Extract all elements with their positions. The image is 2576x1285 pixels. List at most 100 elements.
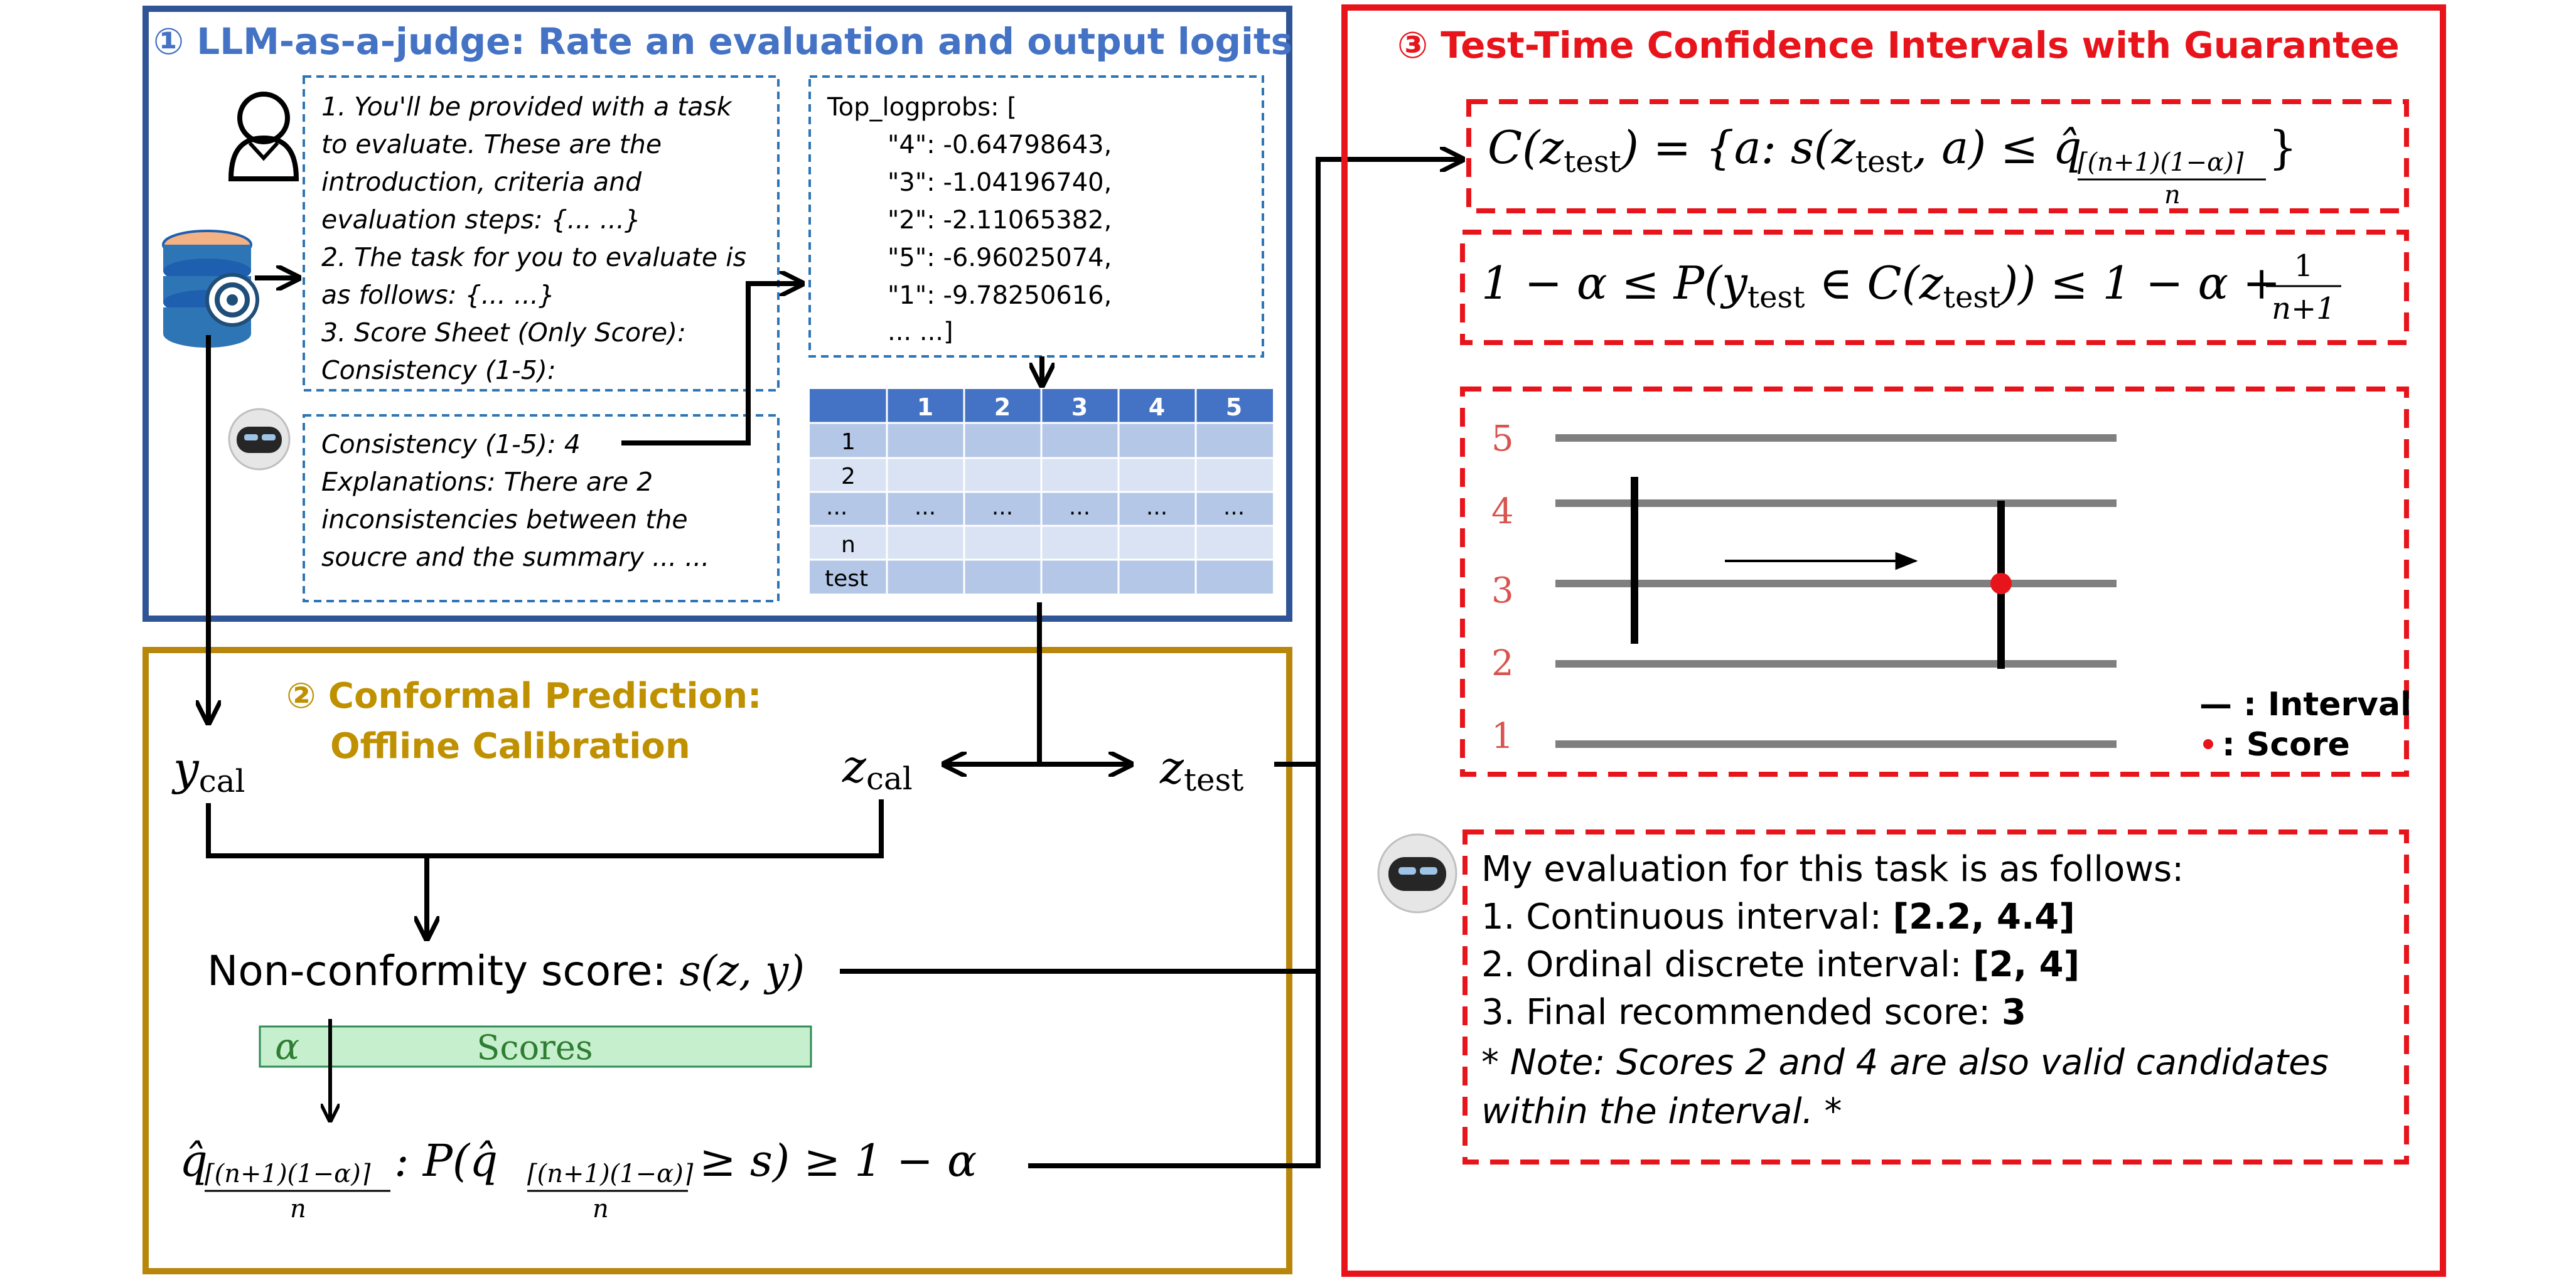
logprobs-line: ... ...] xyxy=(888,317,953,346)
logprobs-line: "4": -0.64798643, xyxy=(888,131,1112,159)
table-cell: ... xyxy=(1223,494,1245,520)
panel-test-time-intervals: ③ Test-Time Confidence Intervals with Gu… xyxy=(1341,4,2446,1277)
evaluation-output-text: My evaluation for this task is as follow… xyxy=(1481,849,2329,1132)
prompt-box xyxy=(303,75,780,392)
output-line: My evaluation for this task is as follow… xyxy=(1481,849,2184,890)
score-level-label: 3 xyxy=(1491,570,1514,611)
response-text: Consistency (1-5): 4 Explanations: There… xyxy=(321,429,709,572)
scores-bar xyxy=(259,1025,812,1068)
score-level-label: 4 xyxy=(1491,491,1514,532)
panel2-title-line2: Offline Calibration xyxy=(330,726,690,767)
prompt-line: 1. You'll be provided with a task xyxy=(321,92,733,122)
user-icon xyxy=(228,92,299,181)
table-row-label: 1 xyxy=(841,429,856,455)
connector-quantile-out xyxy=(1028,159,1462,1168)
quantile-right: ≥ s) ≥ 1 − α xyxy=(699,1135,977,1186)
logprobs-line: "2": -2.11065382, xyxy=(888,206,1112,235)
score-level-label: 5 xyxy=(1491,419,1514,459)
response-line: soucre and the summary ... ... xyxy=(321,542,709,572)
quantile-qhat: q̂ xyxy=(180,1135,208,1186)
prompt-line: to evaluate. These are the xyxy=(321,129,662,159)
robot-icon xyxy=(228,408,291,471)
logprobs-line: "3": -1.04196740, xyxy=(888,168,1112,197)
response-line: Consistency (1-5): 4 xyxy=(321,429,581,459)
table-header-cell: 4 xyxy=(1149,393,1165,421)
alpha-symbol: α xyxy=(275,1025,299,1068)
output-line: 1. Continuous interval: [2.2, 4.4] xyxy=(1481,897,2075,937)
panel-llm-as-a-judge: ① LLM-as-a-judge: Rate an evaluation and… xyxy=(142,6,1292,622)
table-header-cell: 1 xyxy=(917,393,933,421)
response-box xyxy=(303,414,780,602)
coverage-guarantee-box xyxy=(1460,230,2409,345)
quantile-mid: : P(q̂ xyxy=(394,1135,498,1186)
z-test-label: ztest xyxy=(1159,741,1243,798)
set-formula-sub-top: ⌈(n+1)(1−α)⌉ xyxy=(2078,148,2244,177)
logprobs-line: Top_logprobs: [ xyxy=(827,93,1017,122)
prompt-line: as follows: {... ...} xyxy=(321,280,555,310)
database-gear-icon xyxy=(162,230,259,348)
table-cell: ... xyxy=(1146,494,1167,520)
panel2-title-line1: ② Conformal Prediction: xyxy=(286,676,761,717)
coverage-frac-top: 1 xyxy=(2294,248,2314,284)
arrow-response-to-logprobs xyxy=(621,284,802,445)
prompt-line: 2. The task for you to evaluate is xyxy=(321,242,746,272)
y-cal-label: ycal xyxy=(171,742,245,799)
response-line: Explanations: There are 2 xyxy=(321,467,653,497)
output-line: 2. Ordinal discrete interval: [2, 4] xyxy=(1481,944,2080,985)
set-formula-left: C(ztest) = {a: s(ztest, a) ≤ q̂ xyxy=(1488,121,2081,179)
logprobs-box xyxy=(808,75,1264,358)
logprobs-line: "5": -6.96025074, xyxy=(888,243,1112,272)
table-cell: ... xyxy=(992,494,1013,520)
score-legend-dot xyxy=(2203,739,2213,749)
panel1-border xyxy=(142,6,1292,622)
prompt-line: Consistency (1-5): xyxy=(321,355,556,385)
set-formula-close: } xyxy=(2268,121,2297,174)
panel3-border xyxy=(1341,4,2446,1277)
prediction-set-box xyxy=(1466,99,2409,213)
nonconformity-score: Non-conformity score: s(z, y) xyxy=(207,947,805,995)
coverage-formula: 1 − α ≤ P(ytest ∈ C(ztest)) ≤ 1 − α + xyxy=(1481,257,2280,315)
prompt-line: introduction, criteria and xyxy=(321,167,642,197)
logprobs-text: Top_logprobs: [ "4": -0.64798643, "3": -… xyxy=(827,93,1112,346)
coverage-guarantee-formula: 1 − α ≤ P(ytest ∈ C(ztest)) ≤ 1 − α + 1 … xyxy=(1481,248,2341,326)
interval-legend: — : Interval xyxy=(2199,686,2412,723)
score-level-label: 2 xyxy=(1491,643,1514,684)
panel-conformal-prediction: ② Conformal Prediction: Offline Calibrat… xyxy=(142,335,1292,1274)
prediction-set-formula: C(ztest) = {a: s(ztest, a) ≤ q̂ ⌈(n+1)(1… xyxy=(1488,121,2297,210)
response-line: inconsistencies between the xyxy=(321,504,688,535)
inter-panel-connectors xyxy=(840,159,1462,1168)
table-header-cell: 5 xyxy=(1226,393,1242,421)
table-row-label: test xyxy=(825,566,868,592)
interval-diagram: 5 4 3 2 1 — : Interval : Score xyxy=(1491,419,2412,764)
score-legend: : Score xyxy=(2222,726,2350,764)
prompt-text: 1. You'll be provided with a task to eva… xyxy=(321,92,746,385)
connector-ycal-zcal xyxy=(206,799,884,858)
quantile-formula: q̂ ⌈(n+1)(1−α)⌉ n : P(q̂ ⌈(n+1)(1−α)⌉ n … xyxy=(180,1135,977,1224)
table-cell: ... xyxy=(1069,494,1090,520)
scores-label: Scores xyxy=(476,1028,593,1067)
score-level-label: 1 xyxy=(1491,716,1514,757)
quantile-sub-bottom-2: n xyxy=(593,1195,609,1224)
set-formula-sub-bottom: n xyxy=(2164,181,2181,210)
table-header-cell: 3 xyxy=(1071,393,1088,421)
robot-icon xyxy=(1377,833,1457,914)
table-header-cell: 2 xyxy=(994,393,1011,421)
panel3-title: ③ Test-Time Confidence Intervals with Gu… xyxy=(1397,24,2400,67)
logit-table: 1 2 3 4 5 1 2 ... n test ... ... ... ...… xyxy=(810,389,1273,594)
logprobs-line: "1": -9.78250616, xyxy=(888,281,1112,310)
quantile-sub-top: ⌈(n+1)(1−α)⌉ xyxy=(205,1160,371,1188)
z-cal-label: zcal xyxy=(842,740,913,797)
score-dot xyxy=(1990,573,2012,594)
evaluation-output-box xyxy=(1462,829,2409,1165)
quantile-sub-bottom: n xyxy=(290,1195,306,1224)
note-line: * Note: Scores 2 and 4 are also valid ca… xyxy=(1481,1042,2329,1083)
output-line: 3. Final recommended score: 3 xyxy=(1481,992,2026,1033)
note-line: within the interval. * xyxy=(1481,1091,1842,1132)
table-row-label: 2 xyxy=(841,464,856,489)
prompt-line: 3. Score Sheet (Only Score): xyxy=(321,317,686,348)
prompt-line: evaluation steps: {... ...} xyxy=(321,205,641,235)
panel2-border xyxy=(142,647,1292,1274)
quantile-sub-top-2: ⌈(n+1)(1−α)⌉ xyxy=(527,1160,694,1188)
panel1-title: ① LLM-as-a-judge: Rate an evaluation and… xyxy=(153,20,1292,63)
table-cell: ... xyxy=(915,494,936,520)
